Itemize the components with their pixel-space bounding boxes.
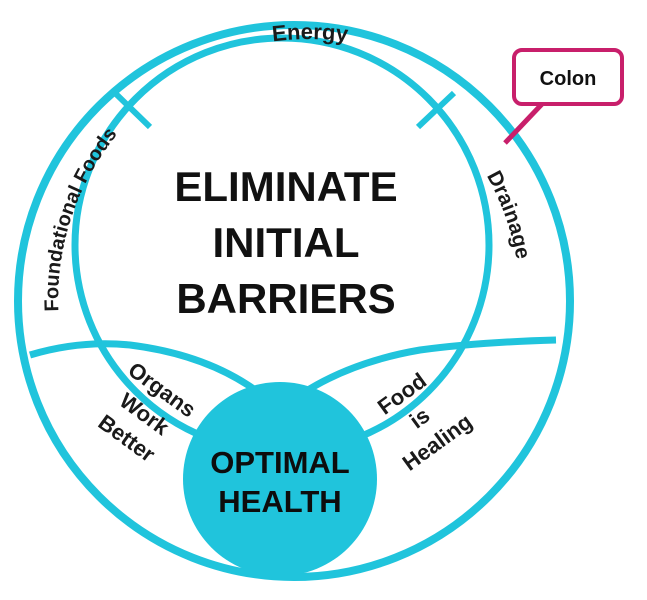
callout-label: Colon bbox=[540, 68, 597, 90]
divider-right-bottom bbox=[298, 336, 557, 398]
segment-label-energy: Energy bbox=[271, 19, 350, 46]
hub-circle bbox=[183, 382, 377, 576]
divider-top-right bbox=[415, 90, 457, 130]
hub-line-1: OPTIMAL bbox=[210, 445, 350, 480]
center-title-line-2: INITIAL bbox=[213, 219, 360, 266]
callout-box bbox=[512, 48, 624, 106]
hub-line-2: HEALTH bbox=[218, 484, 341, 519]
divider-left-bottom bbox=[28, 340, 265, 398]
center-title-line-3: BARRIERS bbox=[176, 275, 395, 322]
center-title-line-1: ELIMINATE bbox=[174, 163, 397, 210]
divider-top-left bbox=[112, 90, 153, 130]
callout-connector bbox=[503, 102, 544, 145]
